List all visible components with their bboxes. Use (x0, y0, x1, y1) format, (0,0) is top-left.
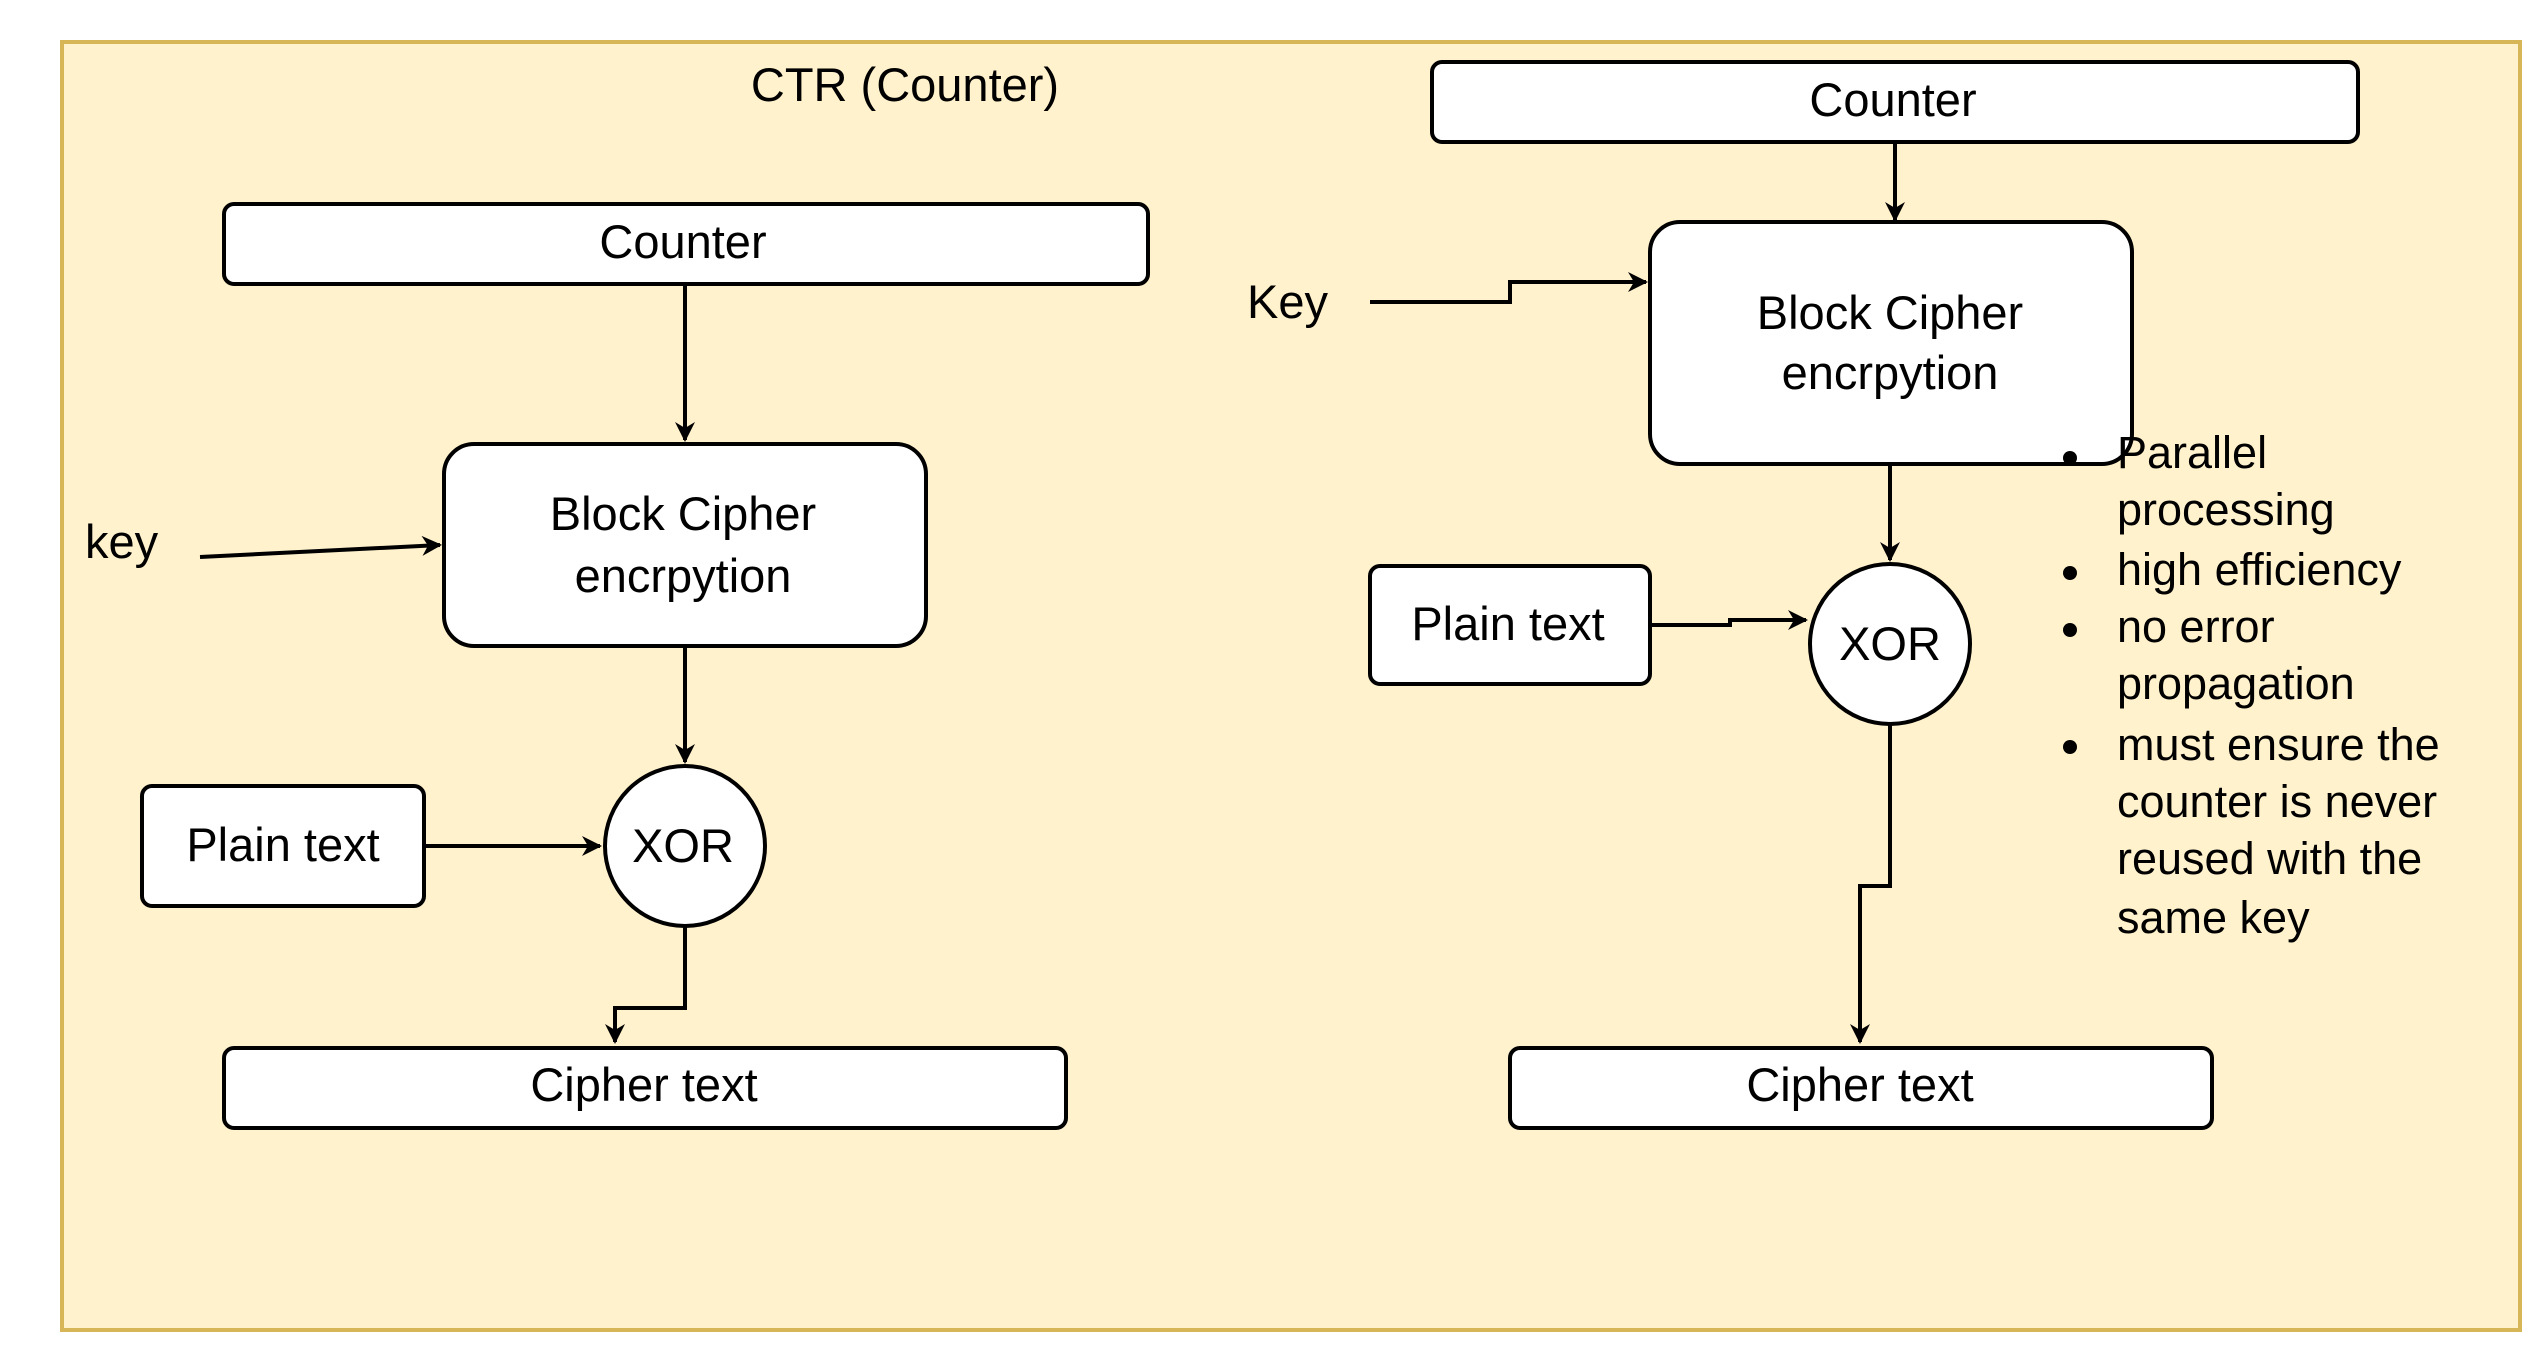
left-key-label: key (85, 515, 159, 568)
right-counter-label: Counter (1809, 73, 1976, 126)
left-cipher-text-label: Cipher text (530, 1058, 757, 1111)
bullet1-line2: processing (2117, 484, 2335, 535)
right-block-cipher-box: Block Cipher encrpytion (1648, 220, 2134, 466)
bullet4-line4: same key (2117, 892, 2310, 943)
left-ctr-diagram: Counter Block Cipher encrpytion key Plai… (85, 202, 1150, 1130)
right-counter-box: Counter (1430, 60, 2360, 144)
bullet4-line2: counter is never (2117, 776, 2437, 827)
right-xor-label: XOR (1839, 617, 1941, 670)
right-plaintext-to-xor-arrow (1650, 610, 1808, 630)
left-key-arrow (199, 535, 442, 559)
left-block-cipher-label-line1: Block Cipher (550, 487, 816, 540)
right-ctr-diagram: Counter Block Cipher encrpytion Key Plai… (1247, 60, 2360, 1130)
bullet-dot (2063, 451, 2077, 465)
right-block-cipher-label-line1: Block Cipher (1757, 286, 2023, 339)
left-plain-text-label: Plain text (186, 818, 379, 871)
right-cipher-text-box: Cipher text (1508, 1046, 2214, 1130)
bullet4-line1: must ensure the (2117, 719, 2440, 770)
left-plain-text-box: Plain text (140, 784, 426, 908)
bullet3-line2: propagation (2117, 658, 2355, 709)
right-plain-text-label: Plain text (1411, 597, 1604, 650)
right-xor-node: XOR (1808, 562, 1972, 726)
bullet3-line1: no error (2117, 601, 2275, 652)
bullet-dot (2063, 566, 2077, 580)
bullet4-line3: reused with the (2117, 833, 2422, 884)
right-plain-text-box: Plain text (1368, 564, 1652, 686)
left-xor-node: XOR (603, 764, 767, 928)
bullet-dot (2063, 623, 2077, 637)
right-xor-to-ciphertext-arrow (1850, 724, 1892, 1044)
left-counter-box: Counter (222, 202, 1150, 286)
right-cipher-text-label: Cipher text (1746, 1058, 1973, 1111)
left-xor-to-ciphertext-arrow (605, 926, 687, 1044)
diagram-title: CTR (Counter) (751, 58, 1059, 111)
ctr-properties-list: Parallel processing high efficiency no e… (2063, 427, 2440, 943)
bullet2-line1: high efficiency (2117, 544, 2402, 595)
left-counter-label: Counter (599, 215, 766, 268)
right-block-cipher-label-line2: encrpytion (1782, 346, 1999, 399)
right-key-label: Key (1247, 275, 1328, 328)
left-block-cipher-label-line2: encrpytion (575, 549, 792, 602)
left-cipher-text-box: Cipher text (222, 1046, 1068, 1130)
left-block-cipher-box: Block Cipher encrpytion (442, 442, 928, 648)
right-key-arrow (1370, 272, 1648, 304)
bullet1-line1: Parallel (2117, 427, 2267, 478)
bullet-dot (2063, 740, 2077, 754)
left-xor-label: XOR (632, 819, 734, 872)
